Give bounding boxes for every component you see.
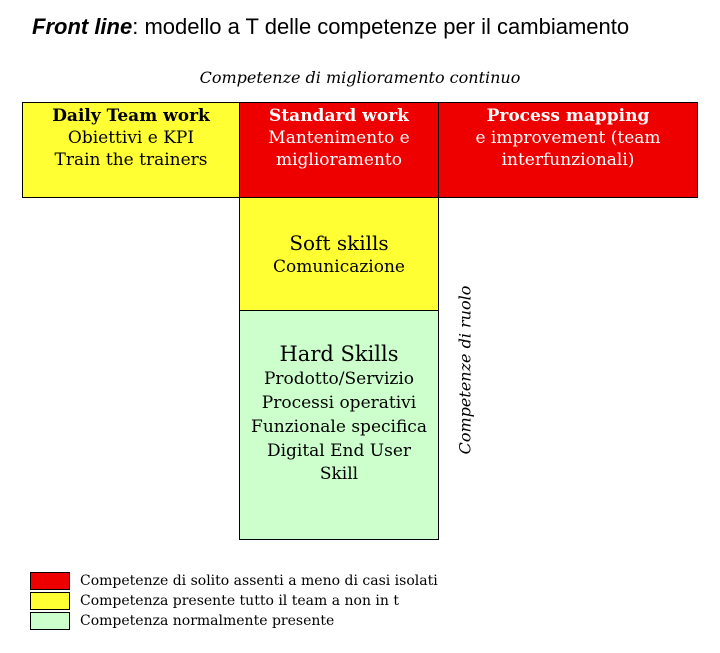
box-daily-team-work: Daily Team work Obiettivi e KPI Train th… bbox=[22, 102, 240, 198]
legend-label: Competenze di solito assenti a meno di c… bbox=[80, 573, 438, 589]
box-line: Skill bbox=[319, 464, 359, 485]
box-line: miglioramento bbox=[275, 150, 402, 171]
legend-label: Competenza normalmente presente bbox=[80, 613, 335, 629]
side-axis-caption: Competenze di ruolo bbox=[455, 285, 475, 455]
box-heading: Daily Team work bbox=[52, 106, 210, 126]
legend-swatch-green bbox=[30, 612, 70, 630]
legend-item-yellow: Competenza presente tutto il team a non … bbox=[30, 591, 438, 611]
box-line: Prodotto/Servizio bbox=[263, 369, 415, 390]
box-line: Mantenimento e bbox=[268, 128, 410, 149]
box-process-mapping: Process mapping e improvement (team inte… bbox=[438, 102, 698, 198]
legend: Competenze di solito assenti a meno di c… bbox=[30, 571, 438, 631]
box-line: e improvement (team bbox=[475, 128, 661, 149]
legend-label: Competenza presente tutto il team a non … bbox=[80, 593, 399, 609]
box-line: Train the trainers bbox=[54, 150, 208, 171]
box-heading: Standard work bbox=[269, 106, 409, 126]
title-rest: : modello a T delle competenze per il ca… bbox=[132, 14, 630, 39]
box-line: Comunicazione bbox=[273, 256, 405, 277]
box-hard-skills: Hard Skills Prodotto/Servizio Processi o… bbox=[239, 310, 439, 540]
top-axis-caption: Competenze di miglioramento continuo bbox=[199, 68, 521, 87]
box-heading: Soft skills bbox=[289, 230, 389, 255]
box-line: Digital End User bbox=[266, 440, 412, 461]
box-standard-work: Standard work Mantenimento e miglioramen… bbox=[239, 102, 439, 198]
box-line: Funzionale specifica bbox=[251, 416, 427, 437]
box-line: Obiettivi e KPI bbox=[67, 128, 195, 149]
box-heading: Hard Skills bbox=[279, 342, 399, 366]
title-bold: Front line bbox=[32, 14, 133, 39]
legend-item-green: Competenza normalmente presente bbox=[30, 611, 438, 631]
diagram-title: Front line: modello a T delle competenze… bbox=[32, 14, 629, 40]
box-heading: Process mapping bbox=[486, 106, 650, 126]
legend-swatch-yellow bbox=[30, 592, 70, 610]
legend-swatch-red bbox=[30, 572, 70, 590]
legend-item-red: Competenze di solito assenti a meno di c… bbox=[30, 571, 438, 591]
box-line: Processi operativi bbox=[261, 393, 417, 414]
box-line: interfunzionali) bbox=[501, 150, 635, 171]
box-soft-skills: Soft skills Comunicazione bbox=[239, 197, 439, 311]
